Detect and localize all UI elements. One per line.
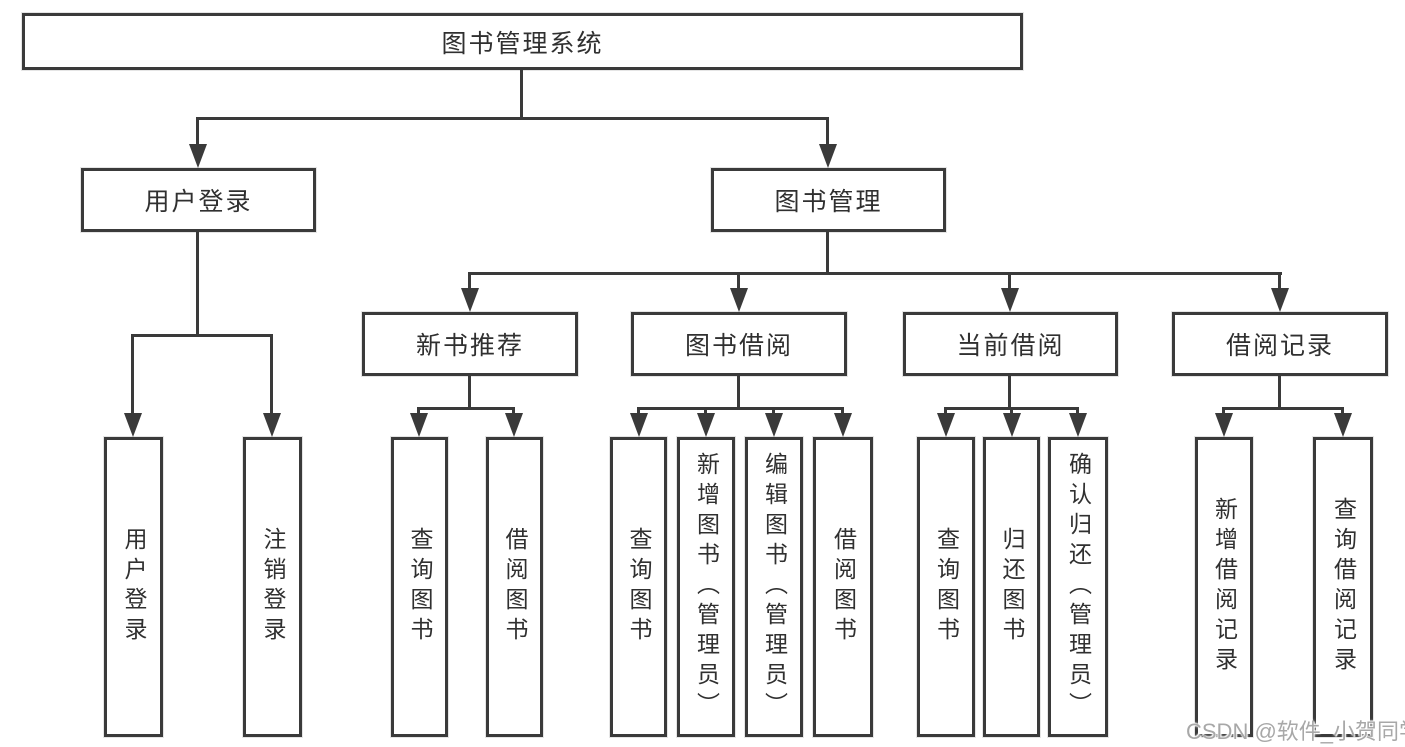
connector-book-mgmt-stub [826, 232, 829, 274]
connector-borrow-records-stub [1278, 376, 1281, 409]
arrowhead [765, 413, 783, 437]
leaf-edit-book-admin-label: 编辑图书（管理员） [761, 452, 788, 722]
node-current-borrow: 当前借阅 [903, 312, 1118, 376]
arrowhead [630, 413, 648, 437]
arrowhead [697, 413, 715, 437]
leaf-add-book-admin: 新增图书（管理员） [677, 437, 735, 737]
connector-user-login-branch [131, 334, 272, 337]
leaf-user-login-label: 用户登录 [121, 527, 147, 647]
arrowhead [1334, 413, 1352, 437]
connector-drop-new-book [468, 272, 471, 290]
connector-root-stub [520, 70, 523, 119]
leaf-query-borrow-record-label: 查询借阅记录 [1330, 497, 1357, 677]
arrowhead-login [124, 413, 142, 437]
connector-user-login-stub [196, 232, 199, 336]
node-current-borrow-label: 当前借阅 [956, 332, 1065, 360]
connector-drop [512, 407, 515, 415]
connector-drop [704, 407, 707, 415]
connector-drop [637, 407, 640, 415]
arrowhead [505, 413, 523, 437]
leaf-current-query-book: 查询图书 [917, 437, 975, 737]
leaf-borrow-book: 借阅图书 [813, 437, 873, 737]
leaf-borrow-query-book-label: 查询图书 [626, 527, 652, 647]
leaf-add-borrow-record: 新增借阅记录 [1195, 437, 1253, 737]
connector-drop-book-borrow [737, 272, 740, 290]
node-book-borrow-label: 图书借阅 [684, 332, 793, 360]
leaf-return-book-label: 归还图书 [999, 527, 1025, 647]
leaf-borrow-book-label: 借阅图书 [830, 527, 857, 647]
connector-book-borrow-branch [637, 407, 844, 410]
leaf-query-borrow-record: 查询借阅记录 [1313, 437, 1373, 737]
leaf-add-book-admin-label: 新增图书（管理员） [693, 452, 720, 722]
leaf-logout: 注销登录 [243, 437, 302, 737]
connector-drop [772, 407, 775, 415]
arrowhead-user-login [189, 144, 207, 168]
connector-drop [1341, 407, 1344, 415]
leaf-edit-book-admin: 编辑图书（管理员） [745, 437, 803, 737]
node-user-login: 用户登录 [81, 168, 316, 232]
arrowhead-current-borrow [1001, 288, 1019, 312]
connector-level2-branch [196, 117, 829, 120]
leaf-return-book: 归还图书 [983, 437, 1040, 737]
connector-drop [1010, 407, 1013, 415]
connector-level3-branch [468, 272, 1282, 275]
leaf-recommend-query-book: 查询图书 [391, 437, 448, 737]
watermark: CSDN @软件_小贺同学 [1186, 719, 1405, 744]
connector-drop [1076, 407, 1079, 415]
connector-current-borrow-stub [1008, 376, 1011, 409]
connector-new-book-branch [417, 407, 515, 410]
connector-drop-borrow-records [1278, 272, 1281, 290]
connector-drop-login [131, 334, 134, 415]
connector-drop-logout [270, 334, 273, 415]
connector-new-book-stub [468, 376, 471, 409]
leaf-confirm-return-admin-label: 确认归还（管理员） [1065, 452, 1092, 722]
arrowhead-book-mgmt [819, 144, 837, 168]
node-book-borrow: 图书借阅 [631, 312, 847, 376]
arrowhead-new-book [461, 288, 479, 312]
node-book-mgmt-label: 图书管理 [774, 188, 883, 216]
connector-drop [944, 407, 947, 415]
node-new-book-recommend-label: 新书推荐 [415, 332, 524, 360]
leaf-logout-label: 注销登录 [260, 527, 286, 647]
connector-drop-user-login [196, 117, 199, 147]
node-root-label: 图书管理系统 [441, 29, 604, 58]
node-root: 图书管理系统 [22, 13, 1023, 70]
arrowhead [410, 413, 428, 437]
node-borrow-records-label: 借阅记录 [1225, 332, 1334, 360]
connector-drop-current-borrow [1008, 272, 1011, 290]
connector-drop [841, 407, 844, 415]
leaf-borrow-query-book: 查询图书 [610, 437, 667, 737]
leaf-recommend-query-book-label: 查询图书 [407, 527, 433, 647]
connector-drop-book-mgmt [826, 117, 829, 147]
node-borrow-records: 借阅记录 [1172, 312, 1388, 376]
node-book-mgmt: 图书管理 [711, 168, 946, 232]
leaf-user-login: 用户登录 [104, 437, 163, 737]
arrowhead [1003, 413, 1021, 437]
connector-drop [417, 407, 420, 415]
arrowhead-book-borrow [730, 288, 748, 312]
arrowhead [1215, 413, 1233, 437]
arrowhead-logout [263, 413, 281, 437]
connector-borrow-records-branch [1222, 407, 1344, 410]
leaf-recommend-borrow-book-label: 借阅图书 [502, 527, 528, 647]
arrowhead-borrow-records [1271, 288, 1289, 312]
arrowhead [1069, 413, 1087, 437]
connector-drop [1222, 407, 1225, 415]
leaf-confirm-return-admin: 确认归还（管理员） [1048, 437, 1108, 737]
node-user-login-label: 用户登录 [144, 188, 253, 216]
arrowhead [937, 413, 955, 437]
connector-book-borrow-stub [737, 376, 740, 409]
node-new-book-recommend: 新书推荐 [362, 312, 578, 376]
leaf-add-borrow-record-label: 新增借阅记录 [1211, 497, 1238, 677]
leaf-current-query-book-label: 查询图书 [933, 527, 960, 647]
leaf-recommend-borrow-book: 借阅图书 [486, 437, 543, 737]
arrowhead [834, 413, 852, 437]
